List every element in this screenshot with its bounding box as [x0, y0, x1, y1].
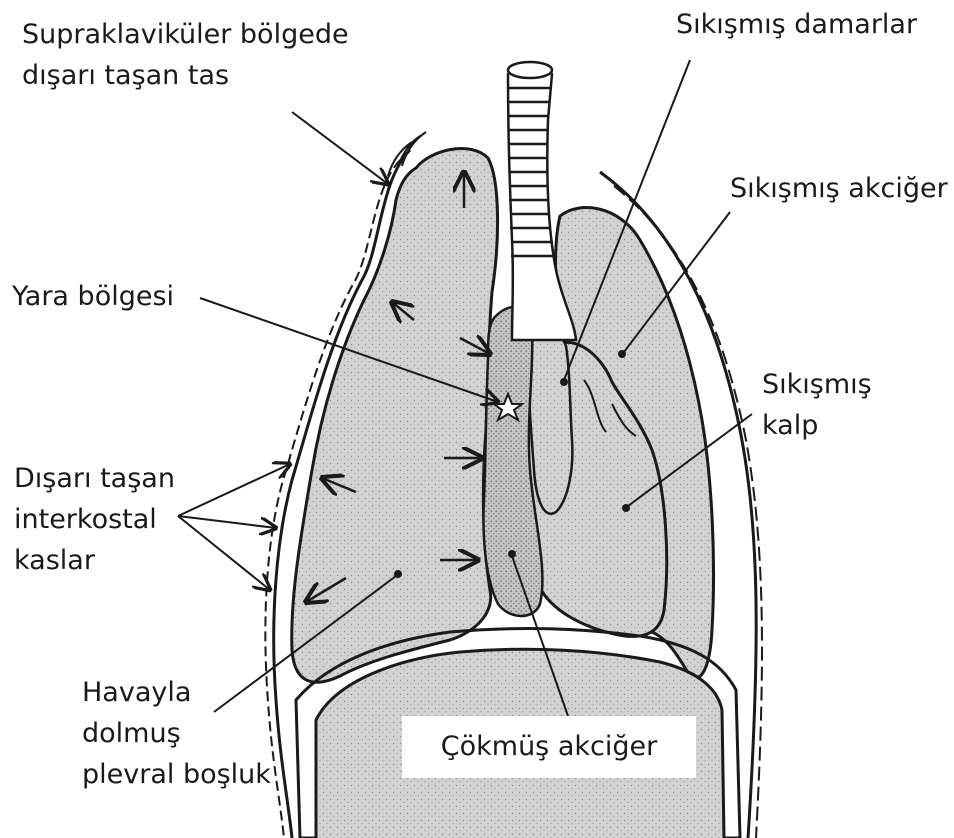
trachea-opening — [508, 62, 552, 78]
label-intercostal-muscles: Dışarı taşan interkostal kaslar — [14, 458, 175, 581]
label-supraclavicular-line1: Supraklaviküler bölgede — [22, 14, 349, 55]
label-supraclavicular: Supraklaviküler bölgede dışarı taşan tas — [22, 14, 349, 96]
label-wound-site: Yara bölgesi — [12, 276, 174, 317]
label-intercostal-line3: kaslar — [14, 540, 175, 581]
label-compressed-vessels-text: Sıkışmış damarlar — [676, 4, 917, 45]
label-compressed-lung-text: Sıkışmış akciğer — [730, 168, 948, 209]
label-collapsed-lung-text: Çökmüş akciğer — [402, 716, 696, 778]
label-compressed-heart-line2: kalp — [762, 405, 872, 446]
label-pleural-space-line2: dolmuş — [82, 713, 271, 754]
label-collapsed-lung: Çökmüş akciğer — [402, 716, 696, 778]
label-supraclavicular-line2: dışarı taşan tas — [22, 55, 349, 96]
label-wound-site-text: Yara bölgesi — [12, 276, 174, 317]
air-filled-pleural-space — [292, 149, 498, 683]
label-compressed-heart-line1: Sıkışmış — [762, 364, 872, 405]
label-intercostal-line1: Dışarı taşan — [14, 458, 175, 499]
label-compressed-vessels: Sıkışmış damarlar — [676, 4, 917, 45]
label-pleural-space-line3: plevral boşluk — [82, 754, 271, 795]
compressed-vessels — [529, 333, 573, 514]
label-pleural-space-line1: Havayla — [82, 672, 271, 713]
label-compressed-lung: Sıkışmış akciğer — [730, 168, 948, 209]
label-pleural-space: Havayla dolmuş plevral boşluk — [82, 672, 271, 795]
label-compressed-heart: Sıkışmış kalp — [762, 364, 872, 446]
label-intercostal-line2: interkostal — [14, 499, 175, 540]
